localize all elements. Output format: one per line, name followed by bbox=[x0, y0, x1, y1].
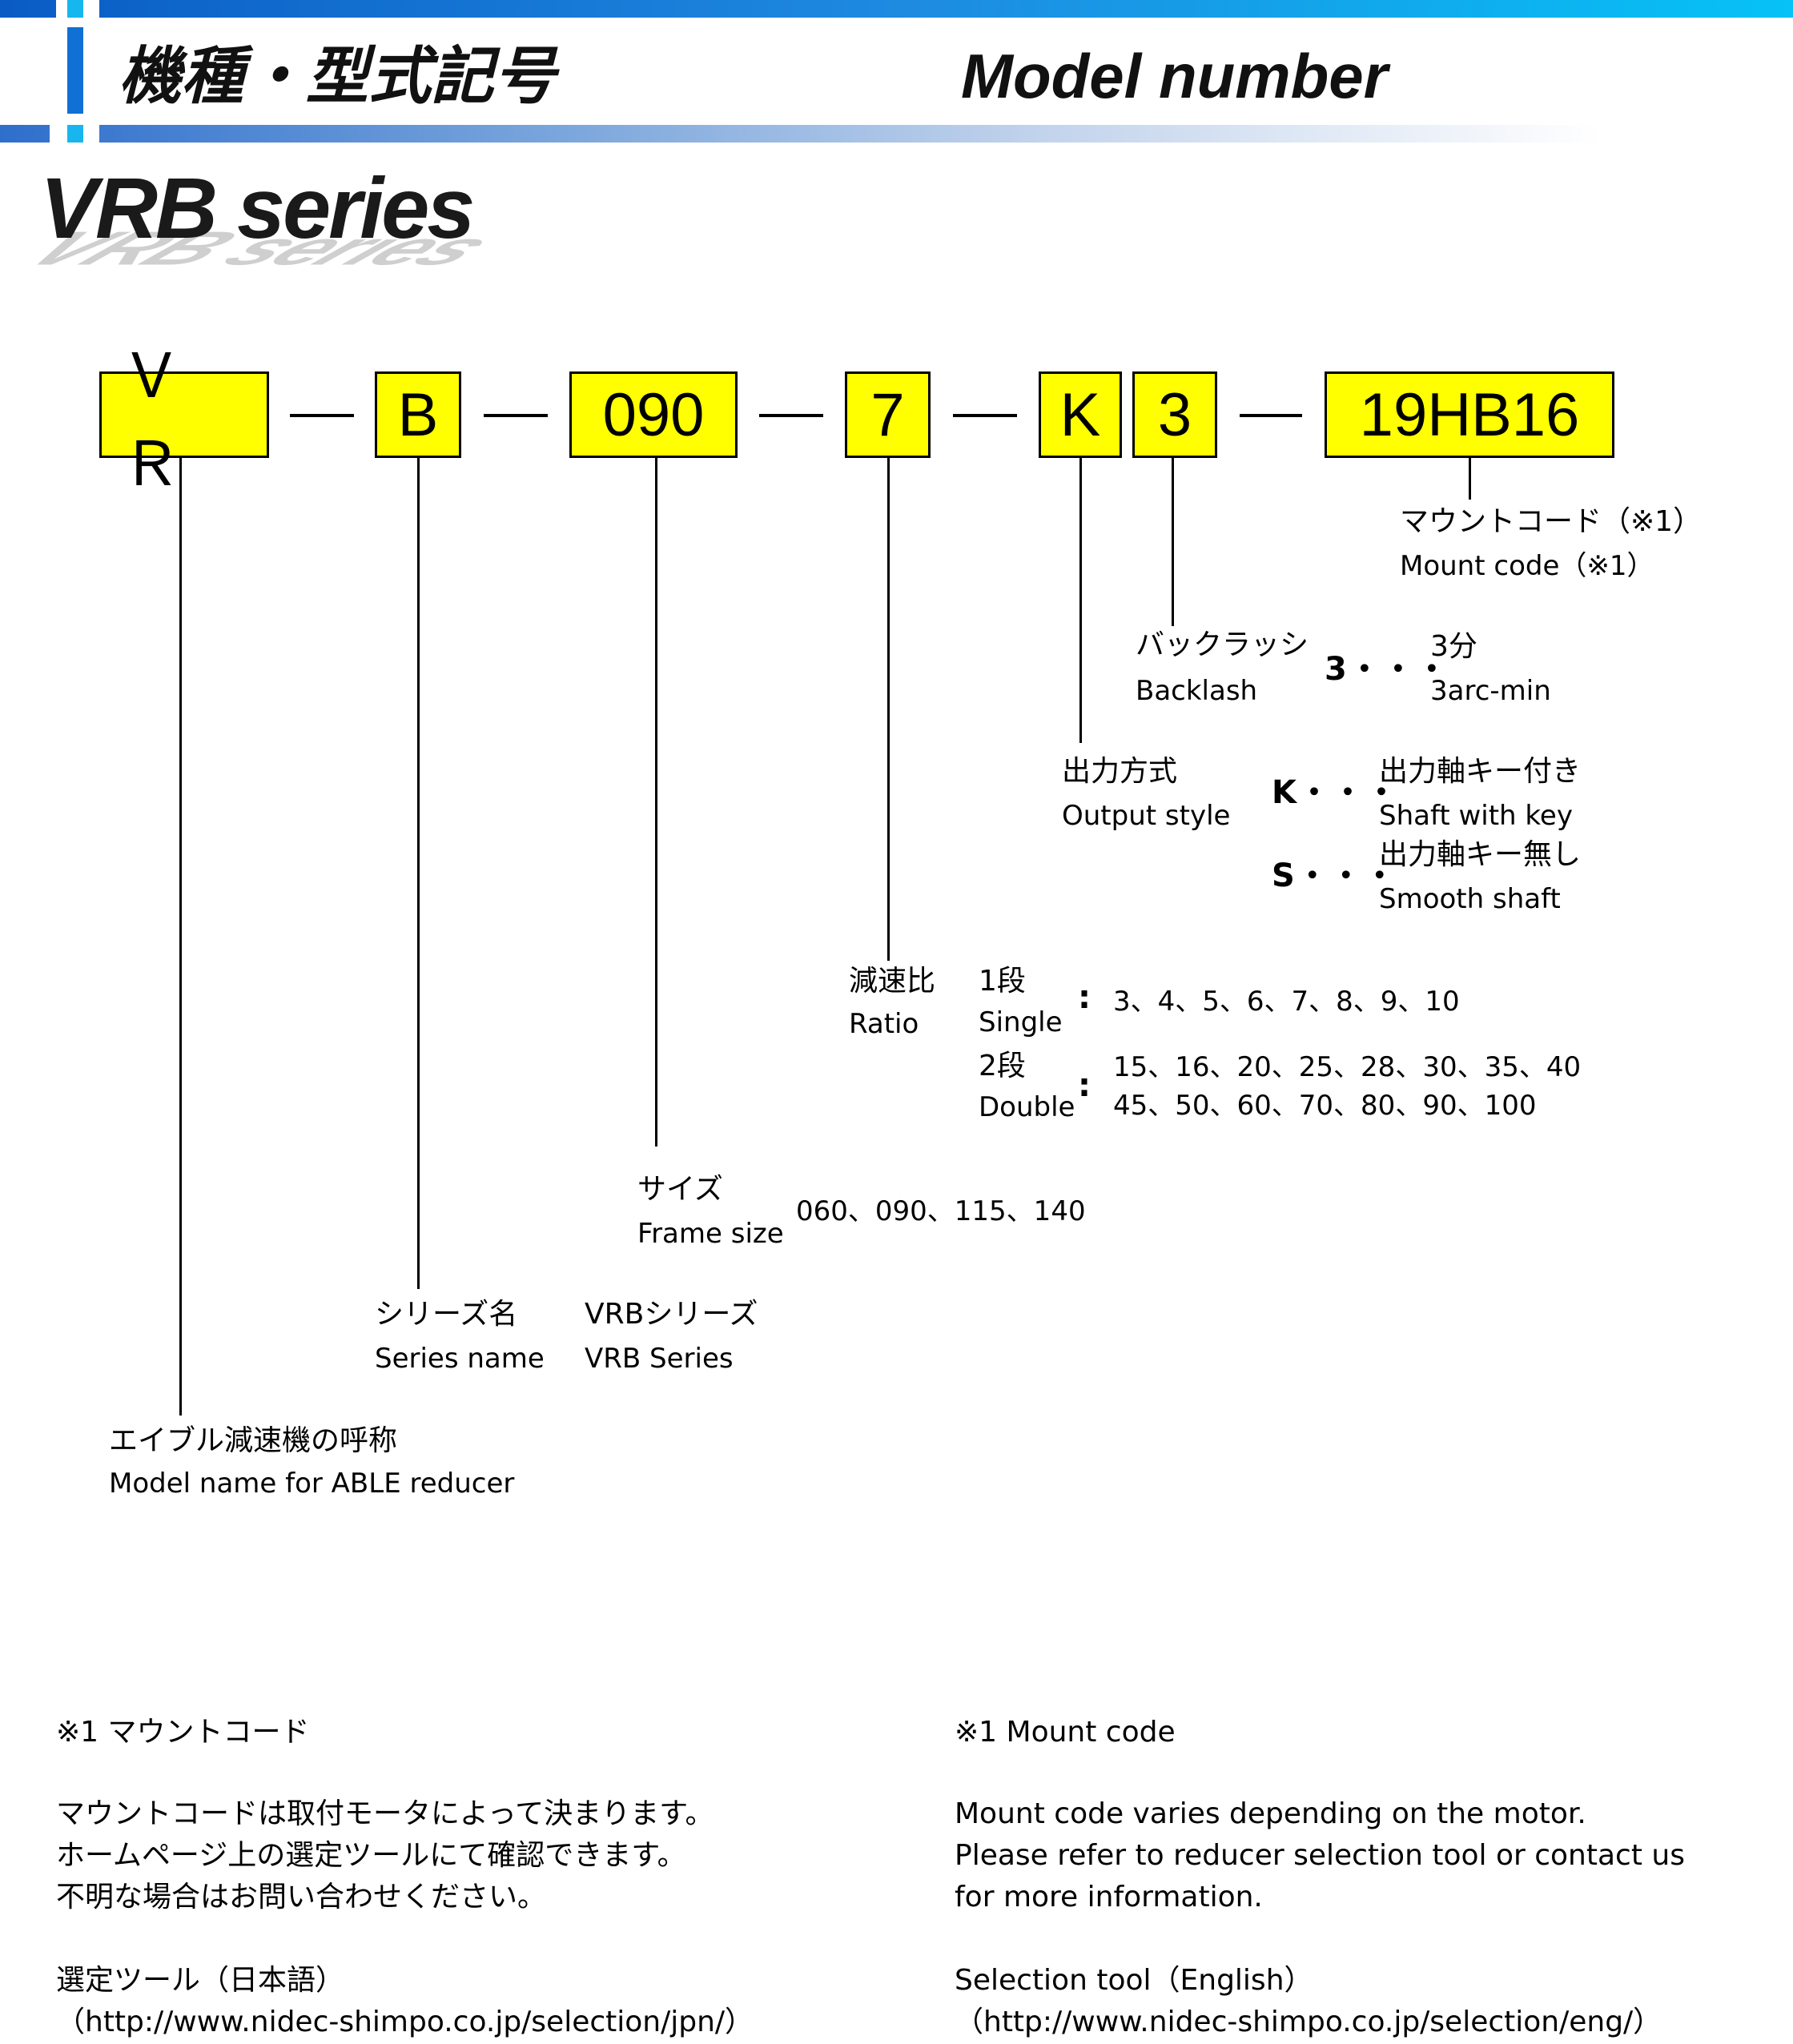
header-accent-bar bbox=[67, 27, 83, 114]
output-option-key: K・・・ bbox=[1272, 774, 1399, 811]
leader-line-backlash bbox=[1172, 458, 1174, 626]
footnote-en-line: for more information. bbox=[955, 1881, 1263, 1913]
footnote-jp-tool-url: （http://www.nidec-shimpo.co.jp/selection… bbox=[56, 2006, 754, 2038]
code-separator bbox=[1240, 414, 1302, 417]
output-style-label-jp: 出力方式 bbox=[1062, 755, 1178, 788]
ratio-label-en: Ratio bbox=[849, 1008, 919, 1040]
header-top-gap bbox=[83, 0, 99, 18]
ratio-double-values: 45、50、60、70、80、90、100 bbox=[1113, 1090, 1537, 1122]
output-option-en: Shaft with key bbox=[1379, 800, 1573, 832]
leader-line-frame-size bbox=[655, 458, 657, 1146]
frame-size-label-en: Frame size bbox=[637, 1218, 784, 1250]
series-name-value-en: VRB Series bbox=[585, 1343, 734, 1375]
footnote-en-tool-label: Selection tool（English） bbox=[955, 1964, 1313, 1997]
leader-line-output-style bbox=[1079, 458, 1082, 743]
code-separator bbox=[290, 414, 354, 417]
series-name-label-jp: シリーズ名 bbox=[375, 1298, 518, 1331]
code-box-frame-size: 090 bbox=[569, 371, 738, 458]
header-top-bar bbox=[0, 0, 1793, 18]
footnote-en-tool-url: （http://www.nidec-shimpo.co.jp/selection… bbox=[955, 2006, 1662, 2038]
ratio-double-colon: : bbox=[1078, 1067, 1091, 1104]
mount-code-label-en: Mount code（※1） bbox=[1400, 550, 1654, 582]
output-option-en: Smooth shaft bbox=[1379, 883, 1561, 915]
ratio-single-colon: : bbox=[1078, 979, 1091, 1016]
page-title-en: Model number bbox=[961, 41, 1389, 111]
header-bottom-square bbox=[67, 125, 83, 143]
header-bottom-gap bbox=[83, 125, 99, 143]
model-name-label-jp: エイブル減速機の呼称 bbox=[109, 1424, 398, 1457]
series-name-label-en: Series name bbox=[375, 1343, 545, 1375]
ratio-double-en: Double bbox=[979, 1091, 1075, 1123]
leader-line-series bbox=[417, 458, 420, 1289]
series-name-value-jp: VRBシリーズ bbox=[585, 1298, 758, 1331]
frame-size-values: 060、090、115、140 bbox=[796, 1195, 1086, 1227]
ratio-single-en: Single bbox=[979, 1006, 1063, 1038]
ratio-double-values: 15、16、20、25、28、30、35、40 bbox=[1113, 1051, 1582, 1083]
ratio-single-jp: 1段 bbox=[979, 965, 1026, 998]
code-box-output-style: K bbox=[1039, 371, 1122, 458]
leader-line-ratio bbox=[887, 458, 890, 961]
code-box-ratio: 7 bbox=[845, 371, 931, 458]
output-option-key: S・・・ bbox=[1272, 857, 1397, 894]
header-bottom-gap bbox=[50, 125, 67, 143]
ratio-label-jp: 減速比 bbox=[849, 965, 936, 998]
footnote-en-heading: ※1 Mount code bbox=[955, 1716, 1176, 1749]
mount-code-label-jp: マウントコード（※1） bbox=[1400, 505, 1703, 538]
output-option-jp: 出力軸キー無し bbox=[1379, 838, 1582, 871]
code-box-mount: 19HB16 bbox=[1325, 371, 1614, 458]
footnote-jp-line: 不明な場合はお問い合わせください。 bbox=[56, 1881, 547, 1913]
frame-size-label-jp: サイズ bbox=[637, 1173, 723, 1206]
footnote-en-line: Mount code varies depending on the motor… bbox=[955, 1797, 1586, 1830]
leader-line-model bbox=[179, 458, 182, 1416]
code-separator bbox=[953, 414, 1017, 417]
backlash-label-en: Backlash bbox=[1136, 675, 1258, 707]
backlash-option-jp: 3分 bbox=[1430, 630, 1477, 663]
ratio-double-jp: 2段 bbox=[979, 1050, 1026, 1082]
footnote-jp-line: マウントコードは取付モータによって決まります。 bbox=[56, 1797, 714, 1830]
model-name-label-en: Model name for ABLE reducer bbox=[109, 1468, 515, 1500]
output-option-jp: 出力軸キー付き bbox=[1379, 755, 1582, 788]
header-top-square bbox=[67, 0, 83, 18]
footnote-jp-heading: ※1 マウントコード bbox=[56, 1716, 310, 1749]
output-style-label-en: Output style bbox=[1062, 800, 1231, 832]
series-title: VRB series bbox=[40, 159, 475, 256]
code-box-model: ＶＲ bbox=[99, 343, 269, 499]
backlash-option-key: 3・・・ bbox=[1325, 651, 1449, 688]
page-title-jp: 機種・型式記号 bbox=[119, 41, 557, 111]
code-separator bbox=[484, 414, 548, 417]
footnote-jp-line: ホームページ上の選定ツールにて確認できます。 bbox=[56, 1839, 686, 1872]
header-bottom-bar bbox=[0, 125, 1602, 143]
code-separator bbox=[759, 414, 823, 417]
code-box-series: B bbox=[375, 371, 461, 458]
backlash-option-en: 3arc-min bbox=[1430, 675, 1551, 707]
ratio-single-values: 3、4、5、6、7、8、9、10 bbox=[1113, 986, 1460, 1018]
footnote-jp-tool-label: 選定ツール（日本語） bbox=[56, 1964, 345, 1997]
backlash-label-jp: バックラッシ bbox=[1136, 628, 1309, 661]
code-box-backlash: 3 bbox=[1132, 371, 1217, 458]
footnote-en-line: Please refer to reducer selection tool o… bbox=[955, 1839, 1685, 1872]
header-top-gap bbox=[56, 0, 67, 18]
leader-line-mount bbox=[1469, 458, 1471, 500]
